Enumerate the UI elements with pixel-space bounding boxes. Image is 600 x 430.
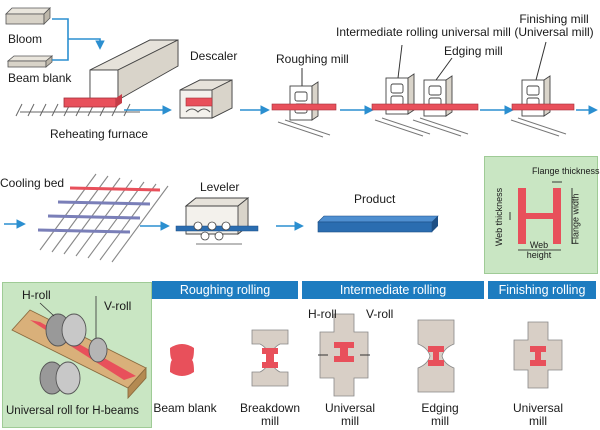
label-section-breakdown-line1: Breakdown	[239, 401, 301, 415]
label-flange-thickness: Flange thickness	[532, 166, 600, 176]
label-section-breakdown: Breakdown mill	[232, 402, 308, 428]
descaler	[179, 79, 233, 119]
stage-band-finishing: Finishing rolling	[488, 281, 596, 299]
edging-mill-section	[417, 319, 455, 393]
label-section-beam-blank: Beam blank	[153, 401, 217, 415]
label-reheating-furnace: Reheating furnace	[50, 127, 149, 141]
label-h-roll: H-roll	[22, 288, 51, 302]
finishing-universal-section	[513, 321, 563, 389]
label-v-roll: V-roll	[104, 299, 132, 313]
label-web-height-line2: height	[526, 250, 552, 260]
bloom-block	[5, 7, 51, 25]
universal-roll-overlay	[11, 296, 147, 400]
label-section-finishing-universal-line1: Universal	[512, 401, 563, 415]
label-section-universal-line2: mill	[341, 414, 359, 428]
label-web-height: Web height	[519, 240, 559, 260]
label-finishing-mill-line2: (Universal mill)	[514, 25, 594, 39]
label-section-finishing-universal: Universal mill	[500, 402, 576, 428]
intermediate-hot-beam	[371, 103, 479, 111]
label-bloom: Bloom	[8, 32, 43, 46]
reheating-furnace	[63, 39, 179, 108]
label-section-universal: Universal mill	[312, 402, 388, 428]
label-section-edging: Edging mill	[402, 402, 478, 428]
label-flange-width: Flange width	[570, 193, 581, 245]
label-web-height-line1: Web	[529, 240, 549, 250]
label-web-thickness: Web thickness	[494, 187, 505, 247]
edging-mill	[412, 57, 469, 137]
roughing-mill	[271, 68, 337, 138]
product-beam	[317, 215, 439, 233]
label-section-universal-line1: Universal	[324, 401, 375, 415]
label-section-h-roll: H-roll	[308, 307, 337, 321]
label-roughing-mill: Roughing mill	[276, 52, 349, 66]
label-beam-blank: Beam blank	[8, 71, 72, 85]
label-edging-mill: Edging mill	[444, 44, 503, 58]
h-beam-overlay	[509, 181, 573, 251]
label-section-edging-line2: mill	[431, 414, 449, 428]
label-finishing-mill: Finishing mill (Universal mill)	[510, 13, 598, 39]
label-section-edging-line1: Edging	[421, 401, 459, 415]
label-leveler: Leveler	[200, 180, 240, 194]
label-section-breakdown-line2: mill	[261, 414, 279, 428]
intermediate-universal-mill	[374, 44, 431, 137]
label-section-finishing-universal-line2: mill	[529, 414, 547, 428]
stage-band-roughing: Roughing rolling	[152, 281, 298, 299]
label-intermediate-mill: Intermediate rolling universal mill	[336, 25, 511, 39]
cooling-bed	[37, 173, 169, 263]
label-finishing-mill-line1: Finishing mill	[519, 12, 589, 26]
breakdown-mill-section	[251, 329, 289, 387]
label-cooling-bed: Cooling bed	[0, 176, 65, 190]
label-section-v-roll: V-roll	[366, 307, 394, 321]
leveler	[175, 197, 259, 245]
label-descaler: Descaler	[190, 49, 238, 63]
finishing-mill	[510, 41, 575, 137]
beam-blank-block	[6, 55, 54, 68]
stage-band-intermediate: Intermediate rolling	[302, 281, 484, 299]
label-universal-roll-caption: Universal roll for H-beams	[6, 405, 139, 417]
input-merge-arrow	[52, 18, 100, 61]
beam-blank-section	[170, 344, 194, 376]
label-product: Product	[354, 192, 396, 206]
intermediate-universal-section	[318, 313, 370, 397]
